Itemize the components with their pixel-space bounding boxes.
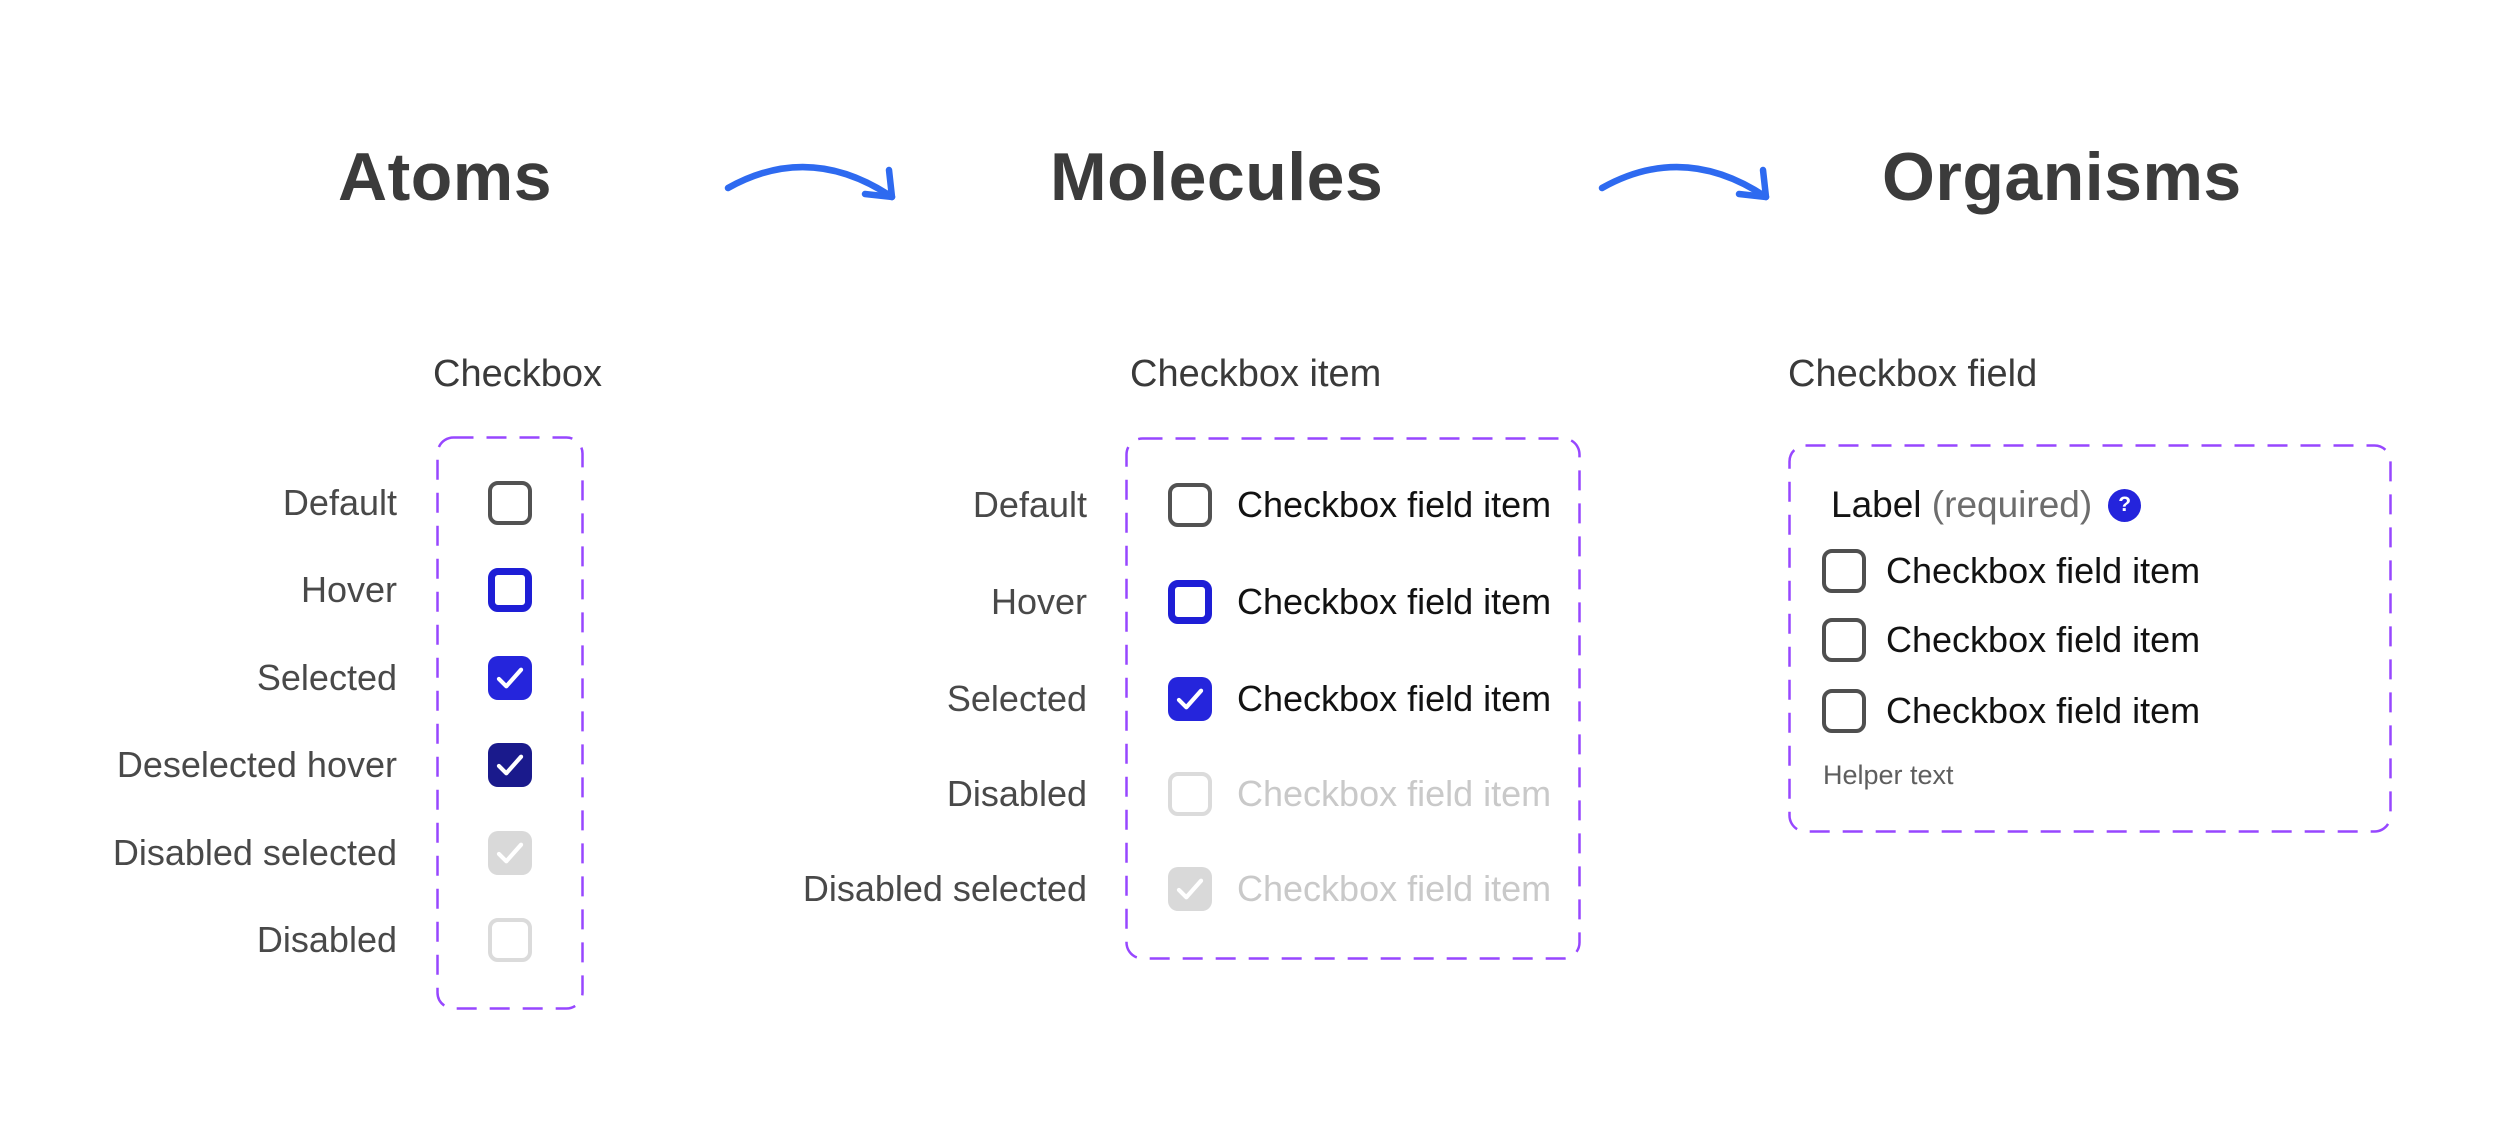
field-label: Label <box>1831 484 1922 525</box>
heading-molecules: Molecules <box>1050 139 1384 215</box>
checkbox-item-disabled <box>1168 772 1212 816</box>
checkbox-item-selected[interactable] <box>1168 677 1212 721</box>
molecules-section-frame <box>1125 437 1581 960</box>
organisms-section-frame <box>1788 444 2392 833</box>
state-label: Disabled <box>256 919 397 960</box>
checkbox-item-disabled-selected <box>1168 867 1212 911</box>
field-label-row: Label (required) ? <box>1831 483 2142 527</box>
checkbox-hover[interactable] <box>488 568 532 612</box>
check-icon <box>1176 878 1204 900</box>
helper-text: Helper text <box>1823 760 1954 790</box>
atoms-caption: Checkbox <box>433 353 602 395</box>
check-icon <box>1176 688 1204 710</box>
checkbox-item-label: Checkbox field item <box>1237 484 1552 525</box>
state-label: Disabled selected <box>802 868 1087 909</box>
field-checkbox-label: Checkbox field item <box>1886 550 2201 591</box>
molecules-caption: Checkbox item <box>1130 353 1382 395</box>
check-icon <box>496 667 524 689</box>
help-icon[interactable]: ? <box>2108 488 2142 522</box>
state-label: Default <box>972 484 1087 525</box>
check-icon <box>496 842 524 864</box>
state-label: Selected <box>946 678 1087 719</box>
checkbox-default[interactable] <box>488 481 532 525</box>
atoms-section-frame <box>436 436 584 1010</box>
flow-arrow-icon <box>1598 163 1770 201</box>
heading-atoms: Atoms <box>338 139 553 215</box>
checkbox-item-label: Checkbox field item <box>1237 678 1552 719</box>
checkbox-disabled-selected <box>488 831 532 875</box>
flow-arrow-icon <box>724 163 896 201</box>
field-required-hint: (required) <box>1921 484 2093 525</box>
field-checkbox-2[interactable] <box>1822 618 1866 662</box>
state-label: Hover <box>300 569 397 610</box>
state-label: Selected <box>256 657 397 698</box>
state-label: Deselected hover <box>116 744 397 785</box>
field-checkbox-label: Checkbox field item <box>1886 619 2201 660</box>
checkbox-item-label: Checkbox field item <box>1237 581 1552 622</box>
organisms-caption: Checkbox field <box>1788 353 2038 395</box>
state-label: Disabled selected <box>112 832 397 873</box>
state-label: Disabled <box>946 773 1087 814</box>
checkbox-disabled <box>488 918 532 962</box>
checkbox-item-default[interactable] <box>1168 483 1212 527</box>
check-icon <box>496 754 524 776</box>
state-label: Hover <box>990 581 1087 622</box>
checkbox-item-label: Checkbox field item <box>1237 868 1552 909</box>
field-checkbox-3[interactable] <box>1822 689 1866 733</box>
heading-organisms: Organisms <box>1882 139 2242 215</box>
state-label: Default <box>282 482 397 523</box>
checkbox-item-hover[interactable] <box>1168 580 1212 624</box>
field-checkbox-1[interactable] <box>1822 549 1866 593</box>
checkbox-item-label: Checkbox field item <box>1237 773 1552 814</box>
checkbox-selected[interactable] <box>488 656 532 700</box>
field-checkbox-label: Checkbox field item <box>1886 690 2201 731</box>
checkbox-deselected-hover[interactable] <box>488 743 532 787</box>
